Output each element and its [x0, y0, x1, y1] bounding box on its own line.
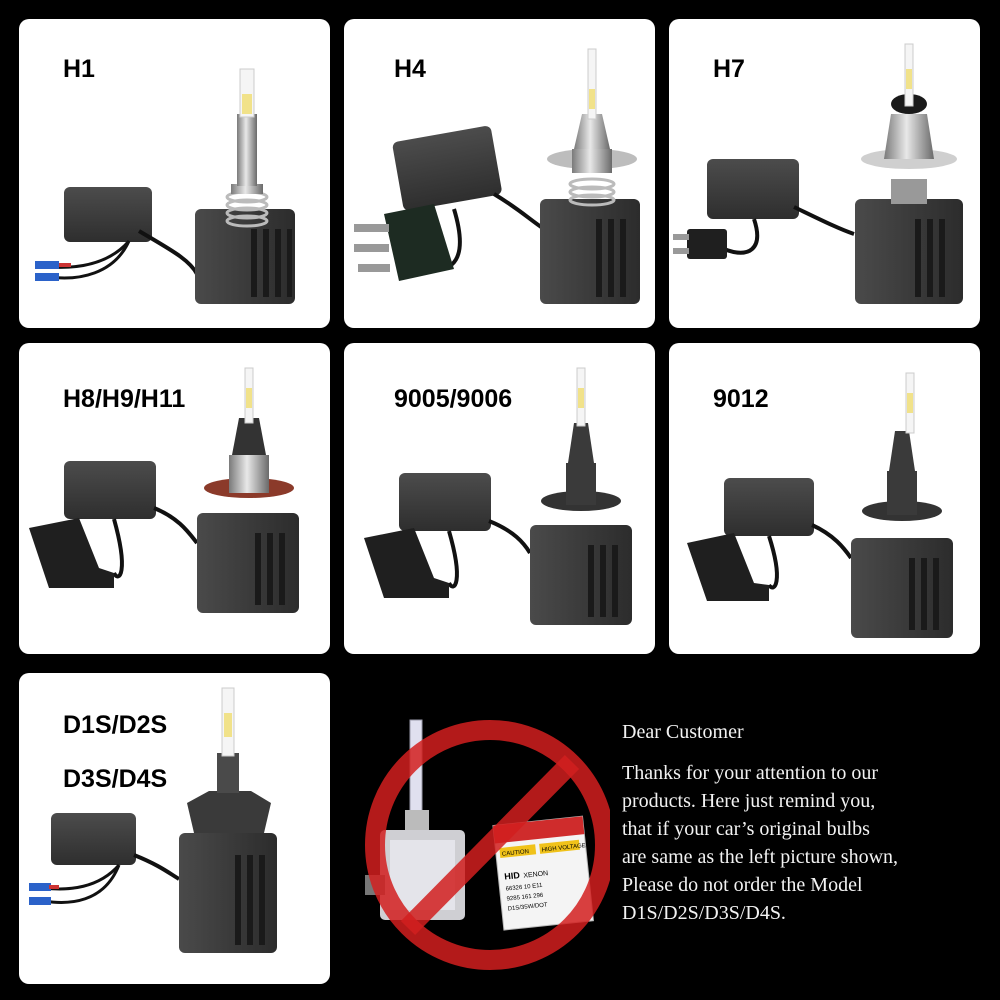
- card-title-line2: D3S/D4S: [63, 765, 168, 793]
- note-line: Thanks for your attention to our: [622, 762, 879, 784]
- box-high-voltage-text: HIGH VOLTAGE: [542, 843, 587, 854]
- box-type-text: XENON: [523, 870, 549, 880]
- note-line: products. Here just remind you,: [622, 790, 876, 812]
- note-line: that if your car’s original bulbs: [622, 818, 870, 840]
- product-card-d-series: D1S/D2S D3S/D4S: [19, 673, 330, 984]
- card-title: H4: [394, 55, 426, 83]
- product-card-9012: 9012: [669, 343, 980, 654]
- card-title: 9005/9006: [394, 385, 513, 413]
- led-bulb-h7-image: [673, 43, 963, 304]
- note-line: D1S/D2S/D3S/D4S.: [622, 902, 786, 924]
- box-caution-text: CAUTION: [502, 849, 529, 858]
- led-bulb-h4-image: [354, 48, 640, 304]
- note-line: are same as the left picture shown,: [622, 846, 899, 868]
- led-bulb-9012-image: [687, 372, 953, 638]
- led-bulb-9005-image: [364, 367, 632, 625]
- box-code1-text: 66326 10 E11: [505, 883, 543, 893]
- card-title: H8/H9/H11: [63, 385, 186, 413]
- led-bulb-h1-image: [35, 68, 295, 304]
- note-line: Please do not order the Model: [622, 874, 863, 896]
- card-title-line1: D1S/D2S: [63, 711, 168, 739]
- box-brand-text: HID: [504, 870, 521, 882]
- product-card-h4: H4: [344, 19, 655, 328]
- note-greeting: Dear Customer: [622, 721, 744, 743]
- hid-bulb-not-supported-image: CAUTION HIGH VOLTAGE HID XENON 66326 10 …: [350, 690, 615, 990]
- product-card-h7: H7: [669, 19, 980, 328]
- box-code2-text: 9285 161 296: [506, 893, 544, 903]
- product-card-9005-9006: 9005/9006: [344, 343, 655, 654]
- card-title: 9012: [713, 385, 769, 413]
- customer-note: Dear Customer Thanks for your attention …: [622, 718, 992, 927]
- product-card-h1: H1: [19, 19, 330, 328]
- product-card-h8-h9-h11: H8/H9/H11: [19, 343, 330, 654]
- card-title: H7: [713, 55, 745, 83]
- led-bulb-d-series-image: [29, 687, 277, 953]
- led-bulb-h11-image: [29, 367, 299, 613]
- card-title: H1: [63, 55, 95, 83]
- box-code3-text: D1S/35W/DOT: [507, 902, 548, 912]
